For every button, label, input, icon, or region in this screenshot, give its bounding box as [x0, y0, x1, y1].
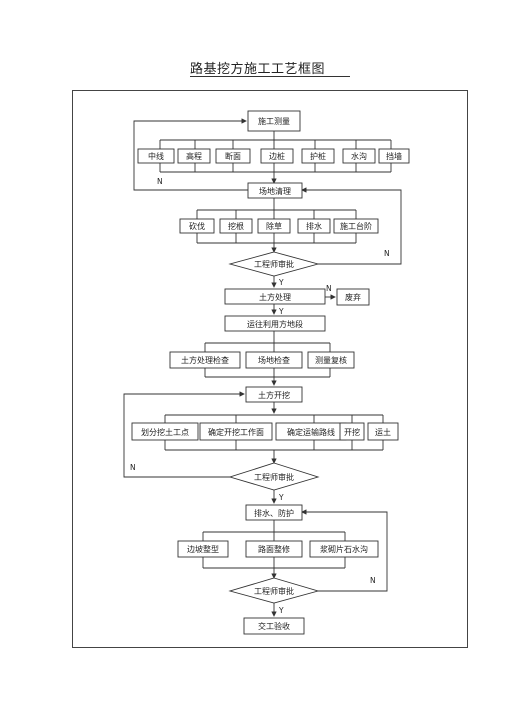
drainage-items: 边坡整型 路面整修 浆砌片石水沟 — [177, 540, 379, 558]
excav-item-route: 确定运输路线 — [287, 427, 335, 437]
label-no-approve3: N — [370, 576, 376, 585]
node-earth-process: 土方处理 — [224, 288, 326, 305]
node-discard-label: 废弃 — [345, 292, 361, 302]
label-no-survey: N — [157, 177, 163, 186]
node-clearing: 场地清理 — [247, 182, 303, 199]
drain-item-road: 路面整修 — [258, 544, 290, 554]
drain-item-slope: 边坡整型 — [187, 544, 219, 554]
decision-approve-3-label: 工程师审批 — [254, 586, 294, 596]
connectors — [123, 118, 402, 617]
label-yes-approve1: Y — [278, 278, 284, 287]
excav-item-dig: 开挖 — [344, 427, 360, 437]
decision-approve-2: 工程师审批 — [228, 462, 320, 491]
diagram-frame — [72, 90, 468, 648]
check-items: 土方处理检查 场地检查 测量复核 — [169, 351, 355, 369]
node-excavation: 土方开挖 — [245, 386, 303, 403]
survey-item-retaining-wall: 挡墙 — [386, 151, 402, 161]
excavation-items: 划分挖土工点 确定开挖工作面 确定运输路线 开挖 运土 — [131, 422, 399, 441]
node-survey: 施工测量 — [247, 110, 301, 132]
clearing-item-weeding: 除草 — [266, 221, 282, 231]
node-drainage-label: 排水、防护 — [254, 508, 294, 518]
node-transport: 运往利用方地段 — [224, 315, 326, 332]
label-no-discard: N — [326, 284, 332, 293]
excav-item-workface: 确定开挖工作面 — [208, 427, 264, 437]
branch-labels: N N Y N Y N Y N Y — [130, 177, 390, 615]
survey-item-centerline: 中线 — [148, 151, 164, 161]
check-item-survey-review: 测量复核 — [315, 355, 347, 365]
survey-item-elevation: 高程 — [186, 151, 202, 161]
label-no-approve1: N — [384, 249, 390, 258]
node-earth-process-label: 土方处理 — [259, 292, 291, 302]
node-transport-label: 运往利用方地段 — [247, 319, 303, 329]
check-item-site: 场地检查 — [258, 355, 290, 365]
title-underline — [190, 76, 350, 77]
node-drainage: 排水、防护 — [245, 504, 303, 521]
check-item-earth: 土方处理检查 — [181, 355, 229, 365]
node-clearing-label: 场地清理 — [259, 186, 291, 196]
survey-item-section: 断面 — [225, 151, 241, 161]
clearing-items: 砍伐 挖根 除草 排水 施工台阶 — [179, 218, 379, 234]
clearing-item-steps: 施工台阶 — [340, 221, 372, 231]
survey-item-ditch: 水沟 — [351, 151, 367, 161]
node-acceptance-label: 交工验收 — [258, 621, 290, 631]
label-yes-transport: Y — [278, 307, 284, 316]
label-yes-approve2: Y — [278, 493, 284, 502]
clearing-item-felling: 砍伐 — [189, 221, 205, 231]
survey-items: 中线 高程 断面 边桩 护桩 水沟 挡墙 — [137, 148, 410, 164]
excav-item-haul: 运土 — [375, 427, 391, 437]
decision-approve-2-label: 工程师审批 — [254, 472, 294, 482]
drain-item-ditch: 浆砌片石水沟 — [320, 544, 368, 554]
survey-item-side-stake: 边桩 — [269, 151, 285, 161]
node-excavation-label: 土方开挖 — [258, 390, 290, 400]
clearing-item-drainage: 排水 — [306, 221, 322, 231]
excav-item-divide: 划分挖土工点 — [141, 427, 189, 437]
decision-approve-3: 工程师审批 — [228, 577, 320, 604]
clearing-item-root-removal: 挖根 — [228, 221, 244, 231]
label-yes-approve3: Y — [278, 606, 284, 615]
page-title: 路基挖方施工工艺框图 — [190, 62, 326, 77]
decision-approve-1-label: 工程师审批 — [254, 259, 294, 269]
node-survey-label: 施工测量 — [258, 116, 290, 126]
decision-approve-1: 工程师审批 — [228, 251, 320, 277]
label-no-approve2: N — [130, 463, 136, 472]
survey-item-guard-stake: 护桩 — [310, 151, 326, 161]
node-acceptance: 交工验收 — [243, 617, 305, 635]
node-discard: 废弃 — [336, 288, 370, 306]
